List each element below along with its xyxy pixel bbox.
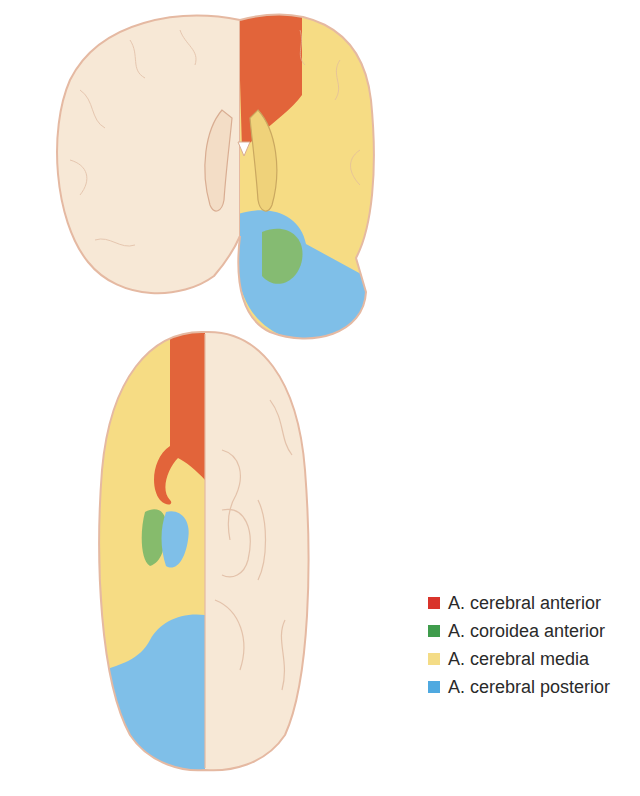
- legend-label: A. coroidea anterior: [448, 621, 605, 642]
- legend-swatch: [428, 681, 440, 693]
- legend-entry: A. cerebral posterior: [428, 674, 610, 700]
- legend-entry: A. coroidea anterior: [428, 618, 610, 644]
- legend: A. cerebral anterior A. coroidea anterior…: [428, 590, 610, 702]
- legend-swatch: [428, 653, 440, 665]
- legend-label: A. cerebral media: [448, 649, 589, 670]
- axial-section: [90, 320, 308, 780]
- legend-swatch: [428, 625, 440, 637]
- legend-label: A. cerebral posterior: [448, 677, 610, 698]
- legend-label: A. cerebral anterior: [448, 593, 601, 614]
- legend-entry: A. cerebral media: [428, 646, 610, 672]
- legend-entry: A. cerebral anterior: [428, 590, 610, 616]
- legend-swatch: [428, 597, 440, 609]
- coronal-section: [57, 0, 385, 360]
